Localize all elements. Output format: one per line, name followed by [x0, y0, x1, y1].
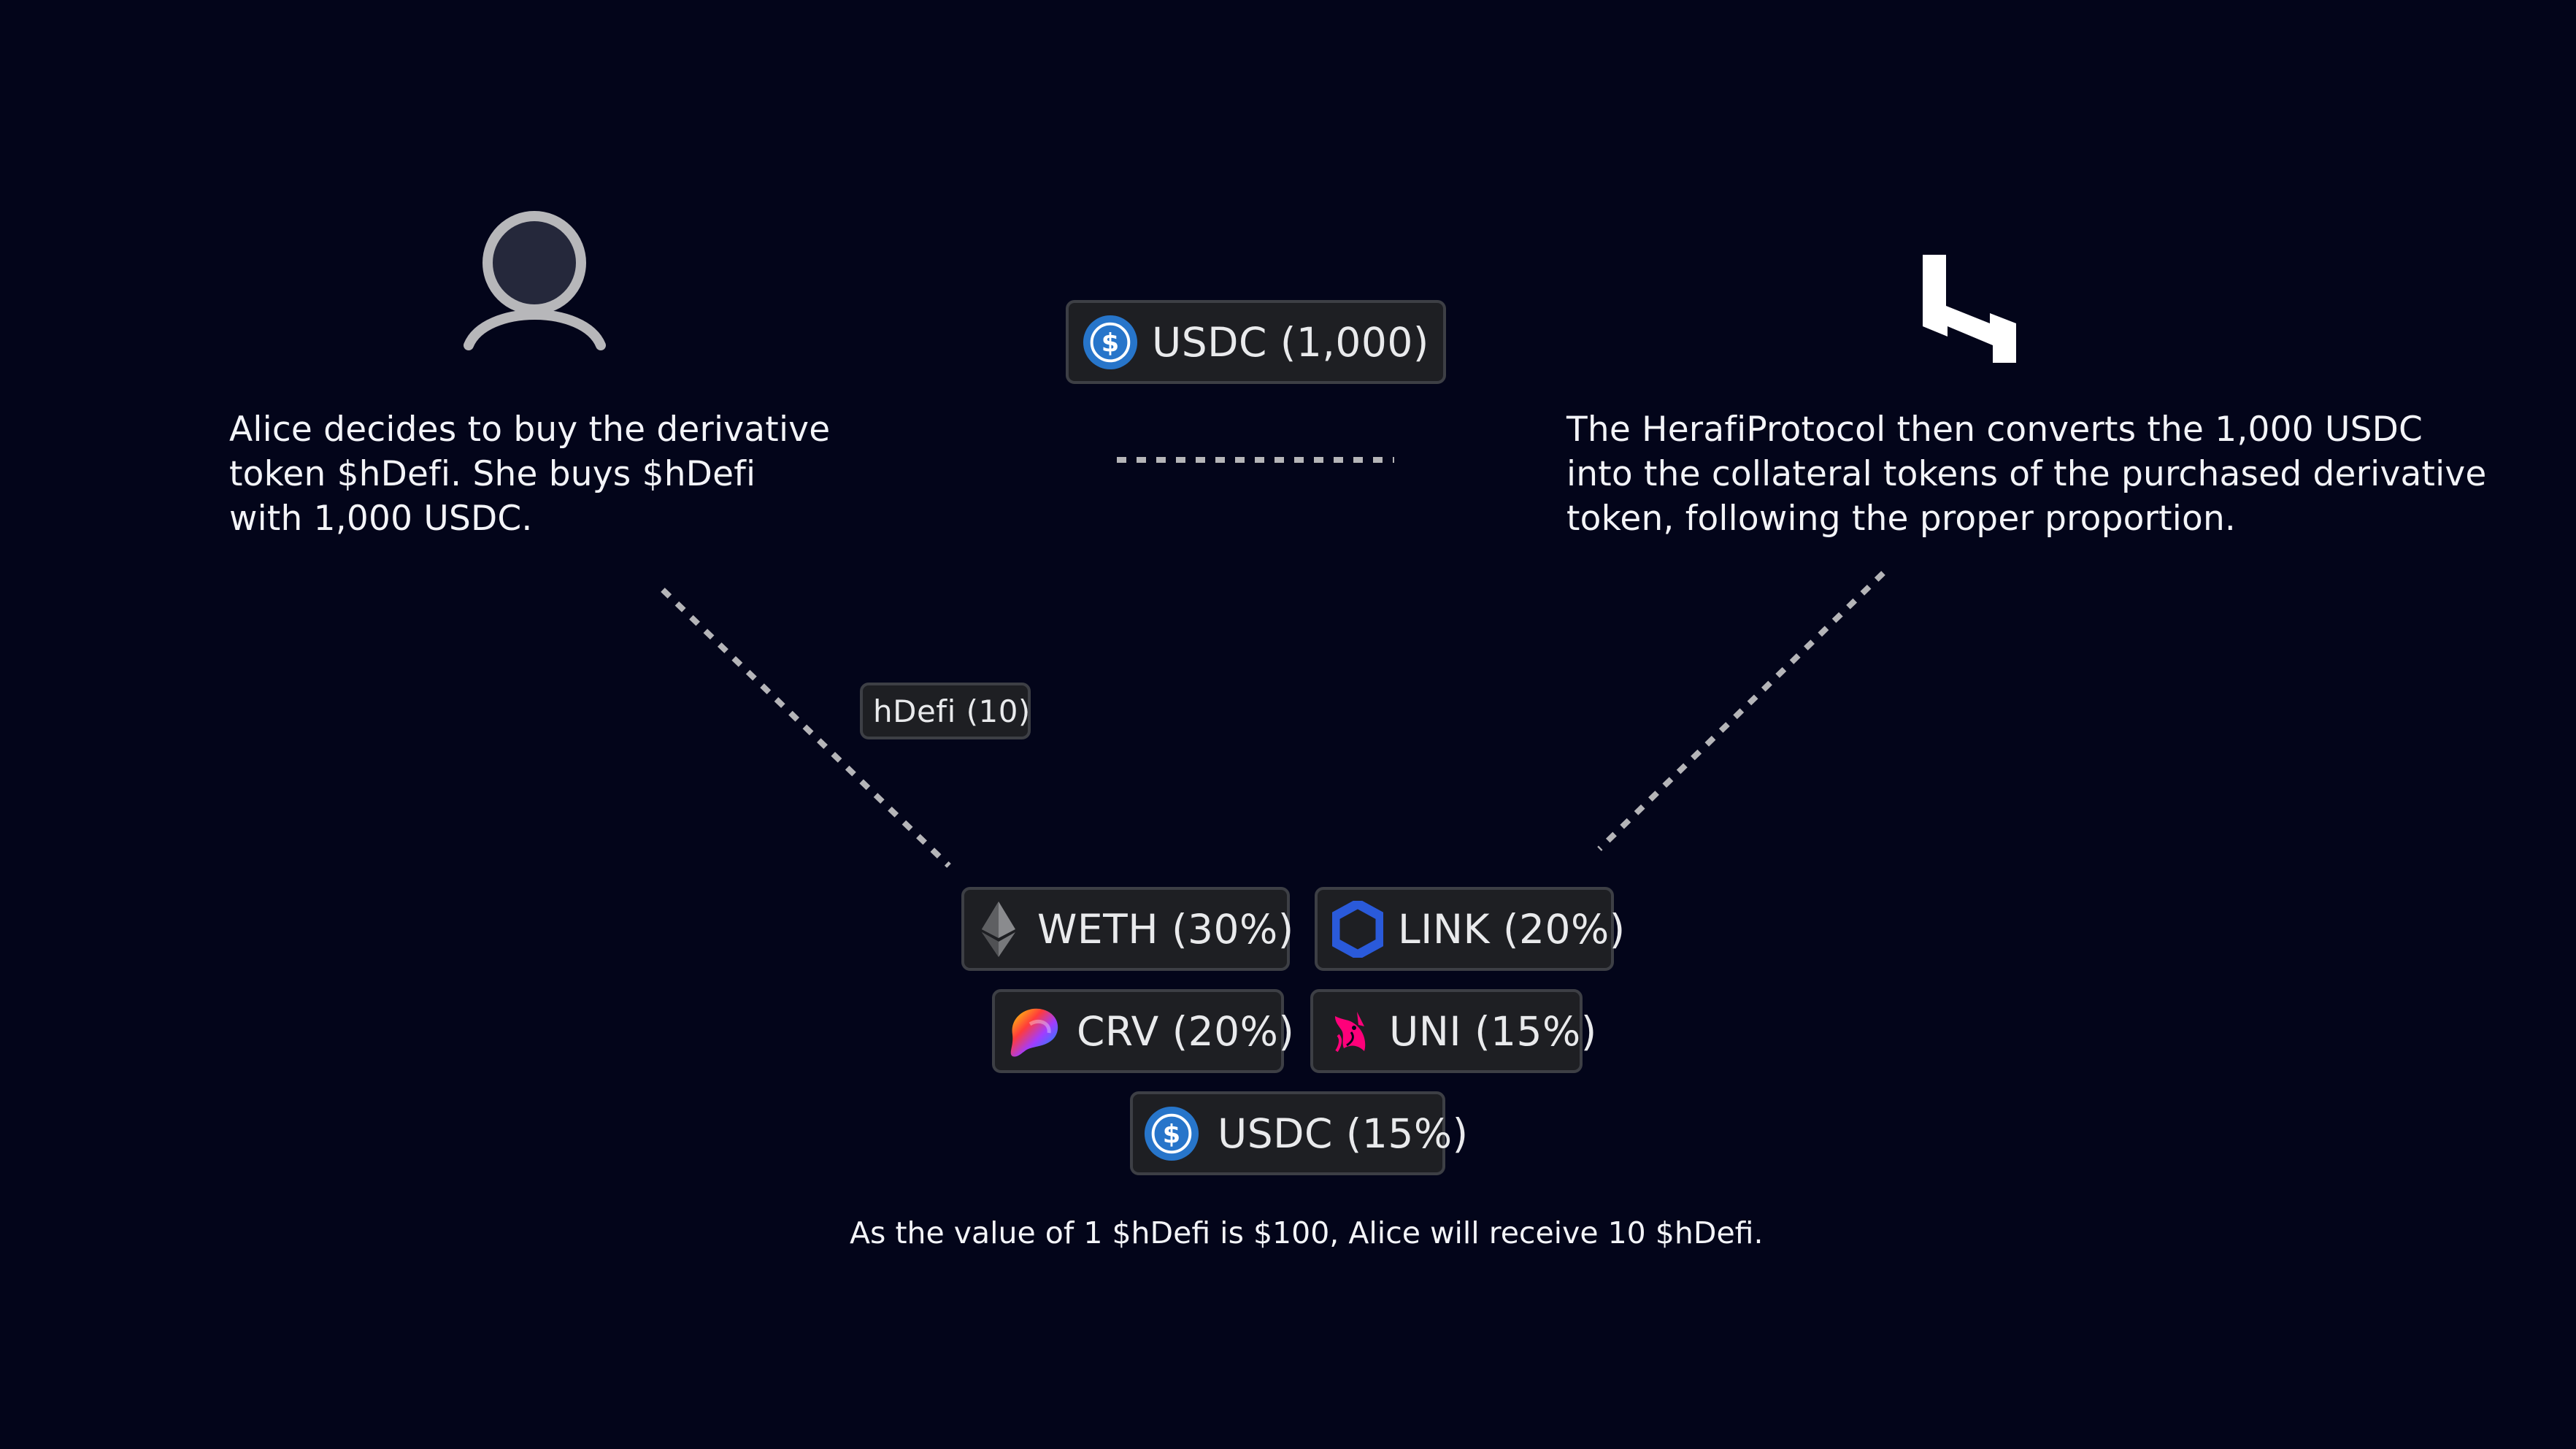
footnote: As the value of 1 $hDefi is $100, Alice … [850, 1215, 1764, 1250]
protocol-node [1921, 252, 2018, 365]
token-pill-weth: WETH (30%) [961, 887, 1293, 971]
hdefi-received-label: hDefi (10) [873, 693, 1031, 729]
curve-icon [1005, 1002, 1064, 1061]
token-label-weth: WETH (30%) [1037, 905, 1294, 953]
token-pill-link: LINK (20%) [1315, 887, 1625, 971]
svg-text:$: $ [1163, 1119, 1180, 1149]
alice-node [460, 208, 610, 354]
connector-protocol-to-tokens [1597, 571, 1885, 851]
user-icon [464, 211, 606, 350]
connector-alice-to-tokens [661, 588, 951, 868]
token-label-crv: CRV (20%) [1077, 1007, 1295, 1055]
svg-text:$: $ [1101, 328, 1119, 358]
token-label-link: LINK (20%) [1398, 905, 1626, 953]
token-pill-usdc: $ USDC (15%) [1130, 1091, 1468, 1175]
token-label-uni: UNI (15%) [1389, 1007, 1597, 1055]
token-label-usdc: USDC (15%) [1218, 1110, 1469, 1157]
usdc-transfer-pill: $ USDC (1,000) [1066, 300, 1446, 384]
ethereum-icon [980, 900, 1017, 958]
uniswap-icon [1329, 1006, 1376, 1057]
token-pill-uni: UNI (15%) [1310, 989, 1596, 1073]
token-pill-crv: CRV (20%) [992, 989, 1294, 1073]
protocol-caption: The HerafiProtocol then converts the 1,0… [1566, 410, 2487, 539]
usdc-transfer-label: USDC (1,000) [1152, 318, 1429, 366]
usdc-icon: $ [1143, 1105, 1200, 1162]
alice-caption: Alice decides to buy the derivative toke… [229, 410, 831, 539]
chainlink-icon [1332, 900, 1383, 958]
herafi-logo-icon [1923, 255, 2016, 363]
usdc-icon: $ [1082, 314, 1139, 371]
hdefi-received-pill: hDefi (10) [860, 683, 1031, 739]
